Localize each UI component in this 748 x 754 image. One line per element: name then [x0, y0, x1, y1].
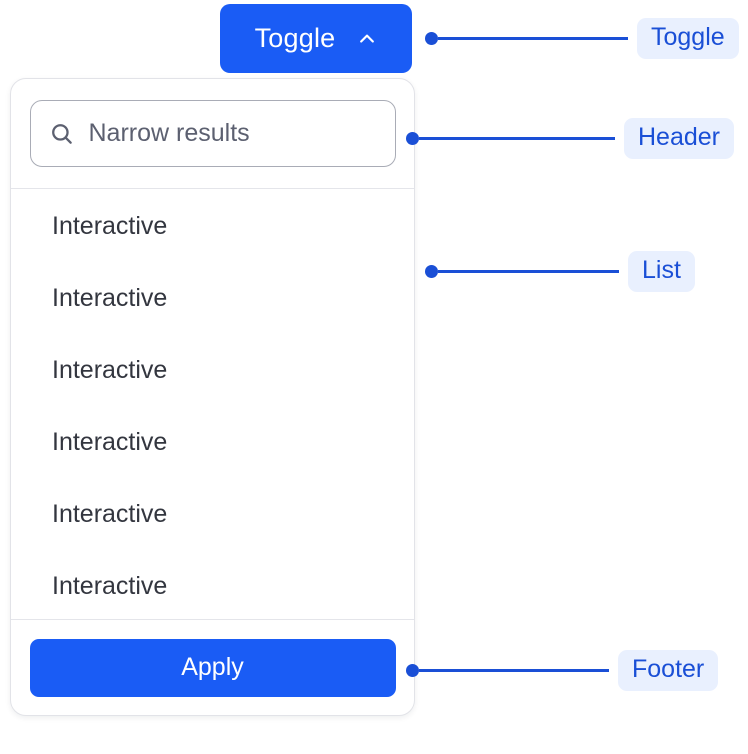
annotation-header: Header — [406, 117, 734, 159]
annotation-toggle: Toggle — [425, 17, 739, 59]
list-item-label: Interactive — [52, 283, 168, 312]
search-input[interactable]: Narrow results — [29, 100, 396, 167]
list-item[interactable]: Interactive — [11, 550, 414, 621]
list-item-label: Interactive — [52, 211, 168, 240]
list-item[interactable]: Interactive — [11, 190, 414, 262]
list-item[interactable]: Interactive — [11, 478, 414, 550]
chevron-up-icon — [357, 29, 377, 49]
annotation-dot-icon — [425, 31, 438, 45]
search-icon — [49, 121, 75, 147]
annotation-label: Toggle — [637, 17, 739, 59]
panel-header: Narrow results — [11, 79, 414, 189]
list-item-label: Interactive — [52, 571, 168, 600]
annotation-leader-line — [438, 36, 628, 40]
annotation-label: Footer — [618, 649, 719, 691]
annotation-dot-icon — [425, 264, 438, 278]
list-item-label: Interactive — [52, 427, 168, 456]
annotation-leader-line — [419, 668, 609, 672]
annotation-list: List — [425, 250, 695, 292]
annotation-leader-line — [438, 269, 619, 273]
annotation-dot-icon — [406, 131, 419, 145]
panel-list[interactable]: Interactive Interactive Interactive Inte… — [11, 190, 414, 621]
annotation-leader-line — [419, 136, 615, 140]
dropdown-panel: Narrow results Interactive Interactive I… — [10, 78, 415, 716]
panel-footer: Apply — [11, 619, 414, 715]
list-item[interactable]: Interactive — [11, 406, 414, 478]
search-input-placeholder: Narrow results — [88, 119, 250, 147]
list-item[interactable]: Interactive — [11, 262, 414, 334]
toggle-button[interactable]: Toggle — [220, 4, 412, 73]
list-item-label: Interactive — [52, 355, 168, 384]
annotation-label: List — [628, 250, 695, 292]
list-item[interactable]: Interactive — [11, 334, 414, 406]
apply-button[interactable]: Apply — [29, 638, 396, 697]
toggle-button-label: Toggle — [254, 23, 336, 53]
annotation-dot-icon — [406, 663, 419, 677]
annotation-label: Header — [624, 117, 734, 159]
list-item-label: Interactive — [52, 499, 168, 528]
annotation-footer: Footer — [406, 649, 719, 691]
